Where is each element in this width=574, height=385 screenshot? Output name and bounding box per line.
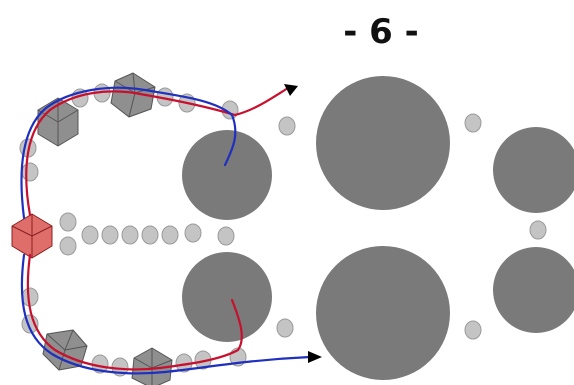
small-sphere [464,113,482,133]
small-sphere [101,225,119,245]
arrowheads [284,84,322,363]
small-sphere [21,162,39,182]
large-sphere [316,76,450,210]
small-sphere [276,318,294,338]
small-sphere [217,226,235,246]
small-sphere [81,225,99,245]
red-polyhedron [11,213,53,259]
blue-path-bottom [20,253,312,375]
blue-path-top [20,86,237,220]
small-sphere [464,320,482,340]
red-path-bottom [26,253,243,371]
large-sphere [182,130,272,220]
small-sphere [59,212,77,232]
small-sphere [121,225,139,245]
arrowhead-top [284,84,298,96]
small-sphere [529,220,547,240]
red-path-top [25,86,290,217]
small-sphere [184,223,202,243]
polyhedron-top-left [37,97,79,147]
small-spheres [19,83,547,377]
polyhedron-bottom-left [42,329,88,371]
large-sphere [182,252,272,342]
large-sphere [493,247,574,333]
panel-label: - 6 - [343,12,419,52]
trajectory-paths [20,86,312,375]
small-sphere [161,225,179,245]
arrowhead-bottom [308,351,322,363]
small-sphere [141,225,159,245]
large-sphere [493,127,574,213]
small-sphere [278,116,296,136]
large-sphere [316,246,450,380]
small-sphere [59,236,77,256]
large-spheres [182,76,574,380]
